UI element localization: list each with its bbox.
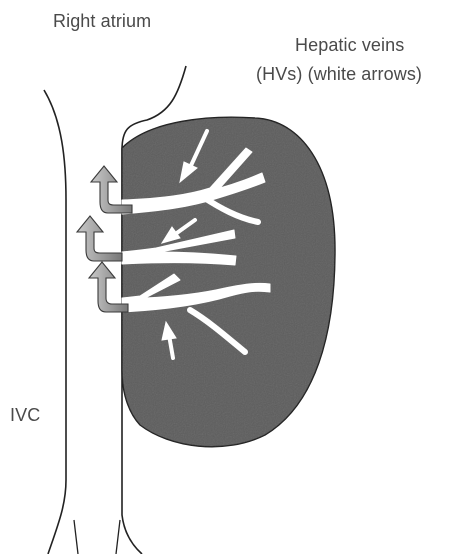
- right-atrium-label: Right atrium: [53, 11, 151, 33]
- hepatic-veins-label-line2: (HVs) (white arrows): [256, 64, 422, 86]
- ivc-left-wall: [44, 90, 66, 554]
- ivc-lower-branch-lines: [74, 520, 120, 554]
- ivc-label: IVC: [10, 405, 40, 427]
- outflow-arrow-2: [77, 216, 122, 261]
- hepatic-veins-label-line1: Hepatic veins: [295, 35, 404, 57]
